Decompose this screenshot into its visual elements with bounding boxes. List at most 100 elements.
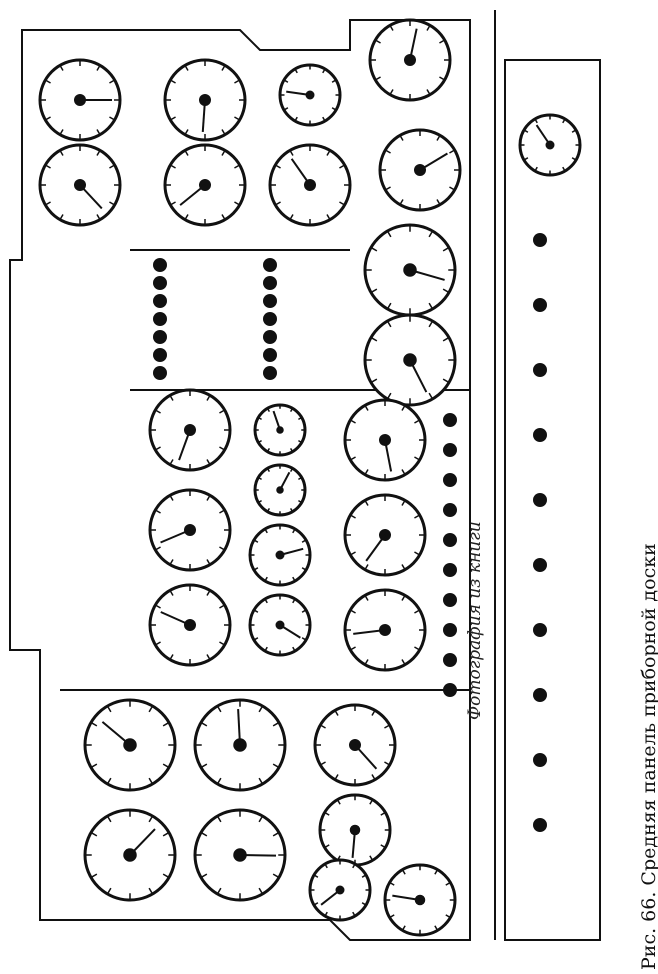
gauge-needle: [384, 439, 393, 472]
gauge-needle: [320, 889, 341, 906]
toggle-switch[interactable]: [153, 330, 167, 344]
gauge-tick: [414, 514, 419, 519]
toggle-switch[interactable]: [263, 276, 277, 290]
gauge-tick: [217, 777, 222, 784]
toggle-switch[interactable]: [263, 258, 277, 272]
toggle-switch[interactable]: [263, 366, 277, 380]
gauge-tick: [219, 509, 224, 514]
gauge-tick: [206, 591, 211, 596]
gauge-tick: [449, 149, 454, 154]
gauge-tick: [201, 873, 208, 878]
toggle-switch[interactable]: [533, 298, 547, 312]
gauge-tick: [234, 79, 239, 84]
gauge-tick: [267, 408, 271, 412]
gauge-tick: [292, 646, 296, 651]
gauge-needle: [290, 158, 311, 186]
gauge-needle: [365, 534, 386, 562]
gauge-tick: [294, 116, 298, 121]
toggle-switch[interactable]: [533, 558, 547, 572]
gauge-tick: [298, 439, 302, 443]
gauge-tick: [401, 596, 406, 601]
gauge-tick: [206, 496, 211, 501]
gauge-tick: [364, 596, 369, 601]
gauge-tick: [284, 79, 289, 83]
gauge-tick: [217, 887, 222, 894]
toggle-switch[interactable]: [533, 493, 547, 507]
gauge-tick: [445, 882, 450, 886]
gauge-needle: [392, 894, 421, 901]
gauge-tick: [148, 777, 153, 784]
gauge-tick: [442, 288, 449, 293]
toggle-switch[interactable]: [153, 366, 167, 380]
gauge-tick: [96, 66, 101, 71]
gauge-tick: [169, 654, 174, 659]
gauge-tick: [402, 870, 406, 875]
gauge-tick: [361, 902, 366, 906]
toggle-switch[interactable]: [153, 258, 167, 272]
gauge-tick: [321, 761, 326, 766]
toggle-switch[interactable]: [263, 330, 277, 344]
toggle-switch[interactable]: [153, 312, 167, 326]
gauge-tick: [272, 832, 279, 837]
gauge-tick: [436, 136, 441, 141]
toggle-switch[interactable]: [153, 348, 167, 362]
gauge-tick: [272, 873, 279, 878]
gauge-tick: [298, 477, 302, 481]
toggle-switch[interactable]: [443, 503, 457, 517]
gauge-tick: [254, 609, 259, 613]
gauge-tick: [301, 539, 306, 543]
gauge-tick: [96, 214, 101, 219]
toggle-switch[interactable]: [153, 294, 167, 308]
toggle-switch[interactable]: [533, 428, 547, 442]
gauge-needle: [353, 629, 386, 635]
gauges-layer: [38, 18, 582, 937]
gauge-tick: [156, 509, 161, 514]
gauge-tick: [426, 26, 431, 31]
toggle-switch[interactable]: [443, 413, 457, 427]
gauge-tick: [364, 564, 369, 569]
toggle-switch[interactable]: [443, 623, 457, 637]
gauge-tick: [449, 186, 454, 191]
toggle-switch[interactable]: [533, 233, 547, 247]
toggle-switch[interactable]: [443, 653, 457, 667]
gauge-tick: [258, 499, 262, 503]
toggle-switch[interactable]: [533, 623, 547, 637]
gauge-tick: [428, 321, 433, 328]
gauge-tick: [534, 166, 538, 171]
gauge-tick: [384, 724, 389, 729]
toggle-switch[interactable]: [443, 563, 457, 577]
gauge-tick: [272, 763, 279, 768]
gauge-tick: [439, 39, 444, 44]
gauge-tick: [352, 864, 356, 869]
toggle-switch[interactable]: [443, 443, 457, 457]
gauge-tick: [91, 832, 98, 837]
gauge-tick: [371, 774, 376, 779]
gauge-needle: [101, 721, 131, 746]
toggle-switch[interactable]: [443, 473, 457, 487]
gauge-tick: [162, 722, 169, 727]
gauge-tick: [442, 247, 449, 252]
toggle-switch[interactable]: [153, 276, 167, 290]
toggle-switch[interactable]: [533, 363, 547, 377]
gauge-tick: [162, 873, 169, 878]
toggle-switch[interactable]: [443, 533, 457, 547]
gauge-tick: [219, 641, 224, 646]
toggle-switch[interactable]: [263, 348, 277, 362]
gauge-tick: [414, 419, 419, 424]
gauge-tick: [169, 459, 174, 464]
gauge-tick: [267, 508, 271, 512]
gauge-needle: [409, 359, 428, 393]
toggle-switch[interactable]: [443, 683, 457, 697]
gauge-tick: [206, 396, 211, 401]
gauge-tick: [401, 564, 406, 569]
toggle-switch[interactable]: [263, 312, 277, 326]
gauge-tick: [434, 925, 438, 930]
toggle-switch[interactable]: [533, 818, 547, 832]
toggle-switch[interactable]: [533, 753, 547, 767]
gauge-tick: [258, 477, 262, 481]
gauge-tick: [351, 456, 356, 461]
toggle-switch[interactable]: [263, 294, 277, 308]
toggle-switch[interactable]: [443, 593, 457, 607]
toggle-switch[interactable]: [533, 688, 547, 702]
gauge-tick: [401, 406, 406, 411]
